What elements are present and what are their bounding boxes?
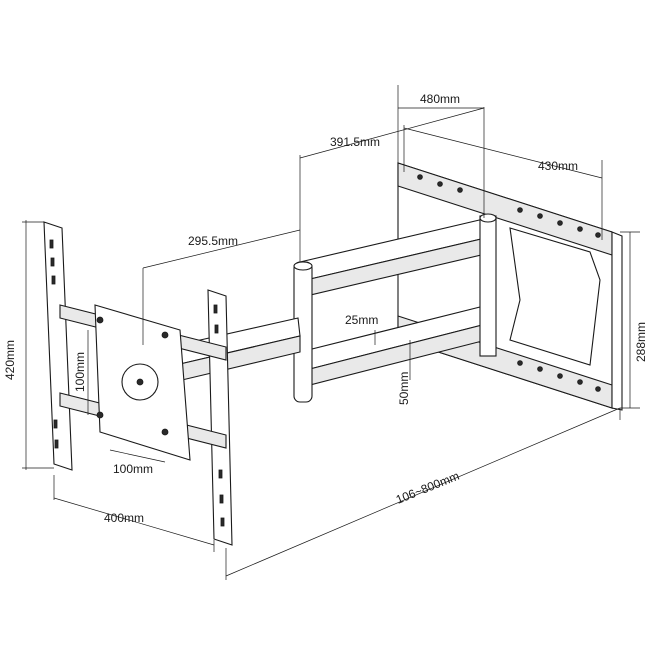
vesa-vertical-label: 100mm <box>73 352 87 392</box>
right-upright <box>207 289 233 546</box>
wall-plate-side <box>611 231 623 411</box>
tilt-hub-bolt <box>136 378 144 386</box>
left-upright <box>43 221 73 471</box>
extension-range-label: 106~800mm <box>394 469 461 507</box>
wall-plate-height-label: 288mm <box>634 322 648 362</box>
bracket-height-label: 420mm <box>3 340 17 380</box>
wall-plate-hole-span-label: 430mm <box>538 159 578 173</box>
wall-plate <box>397 162 623 411</box>
front-pivot-cap <box>293 261 313 271</box>
wall-pivot-column <box>479 215 497 357</box>
arm-reach-label: 391.5mm <box>330 135 380 149</box>
wall-plate-width-label: 480mm <box>420 92 460 106</box>
plate-offset-label: 25mm <box>345 313 378 327</box>
bracket-width-label: 400mm <box>104 511 144 525</box>
bracket-holes <box>49 239 225 527</box>
slot-spacing-label: 50mm <box>397 372 411 405</box>
vesa-horizontal-label: 100mm <box>113 462 153 476</box>
wall-plate-cutout <box>509 227 601 366</box>
dimension-lines <box>22 85 640 580</box>
secondary-arm-label: 295.5mm <box>188 234 238 248</box>
wall-pivot-cap <box>479 213 497 223</box>
